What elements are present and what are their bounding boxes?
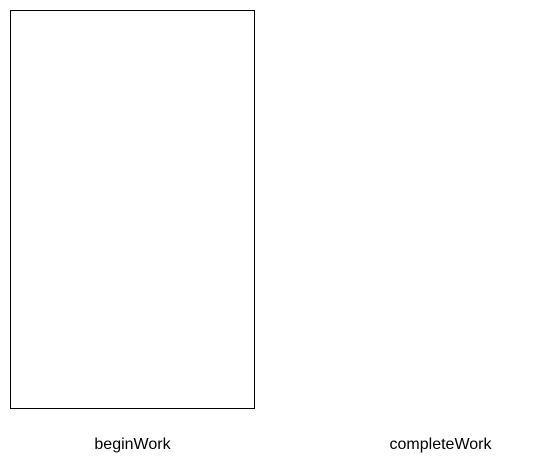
- begin-work-label: beginWork: [94, 436, 171, 453]
- complete-work-label: completeWork: [389, 436, 492, 453]
- begin-work-frame: [10, 10, 255, 409]
- complete-work-frame: [296, 10, 541, 409]
